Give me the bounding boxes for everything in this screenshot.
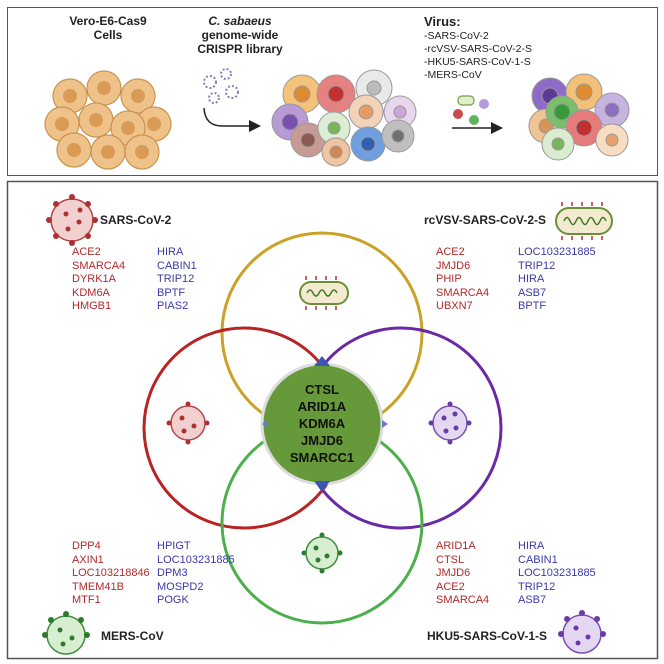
virus-list: Virus: -SARS-CoV-2 -rcVSV-SARS-CoV-2-S -…	[424, 14, 532, 81]
center-pointer-left	[262, 420, 268, 428]
vero-cells-cluster	[44, 70, 172, 170]
shared-gene-list: CTSL ARID1A KDM6A JMJD6 SMARCC1	[289, 382, 355, 465]
transduced-cells-cluster	[271, 69, 417, 167]
surviving-cells-cluster	[528, 73, 630, 161]
cells-label: Vero-E6-Cas9 Cells	[69, 14, 147, 42]
library-virus-icons	[203, 68, 239, 104]
hku5-venn-icon	[428, 401, 472, 445]
rcvsv-virus-icon	[555, 202, 613, 240]
virus-mini-icons	[453, 95, 489, 125]
center-pointer-bottom	[314, 481, 330, 492]
library-arrow	[203, 107, 261, 132]
rcvsv-venn-icon	[299, 276, 349, 310]
rcvsv-title: rcVSV-SARS-CoV-2-S	[424, 213, 547, 227]
sars-venn-icon	[166, 401, 210, 445]
sars-cov-2-title: SARS-CoV-2	[100, 213, 172, 227]
venn-panel	[6, 180, 659, 660]
sars-cov-2-virus-icon	[46, 194, 98, 246]
mers-venn-icon	[301, 532, 343, 574]
mers-cov-virus-icon	[42, 611, 90, 655]
center-pointer-right	[382, 420, 388, 428]
center-pointer-top	[314, 356, 330, 366]
mers-cov-title: MERS-CoV	[101, 629, 164, 643]
hku5-virus-icon	[558, 610, 606, 654]
crispr-library-label: C. sabaeus genome-wide CRISPR library	[197, 14, 283, 56]
hku5-title: HKU5-SARS-CoV-1-S	[427, 629, 548, 643]
